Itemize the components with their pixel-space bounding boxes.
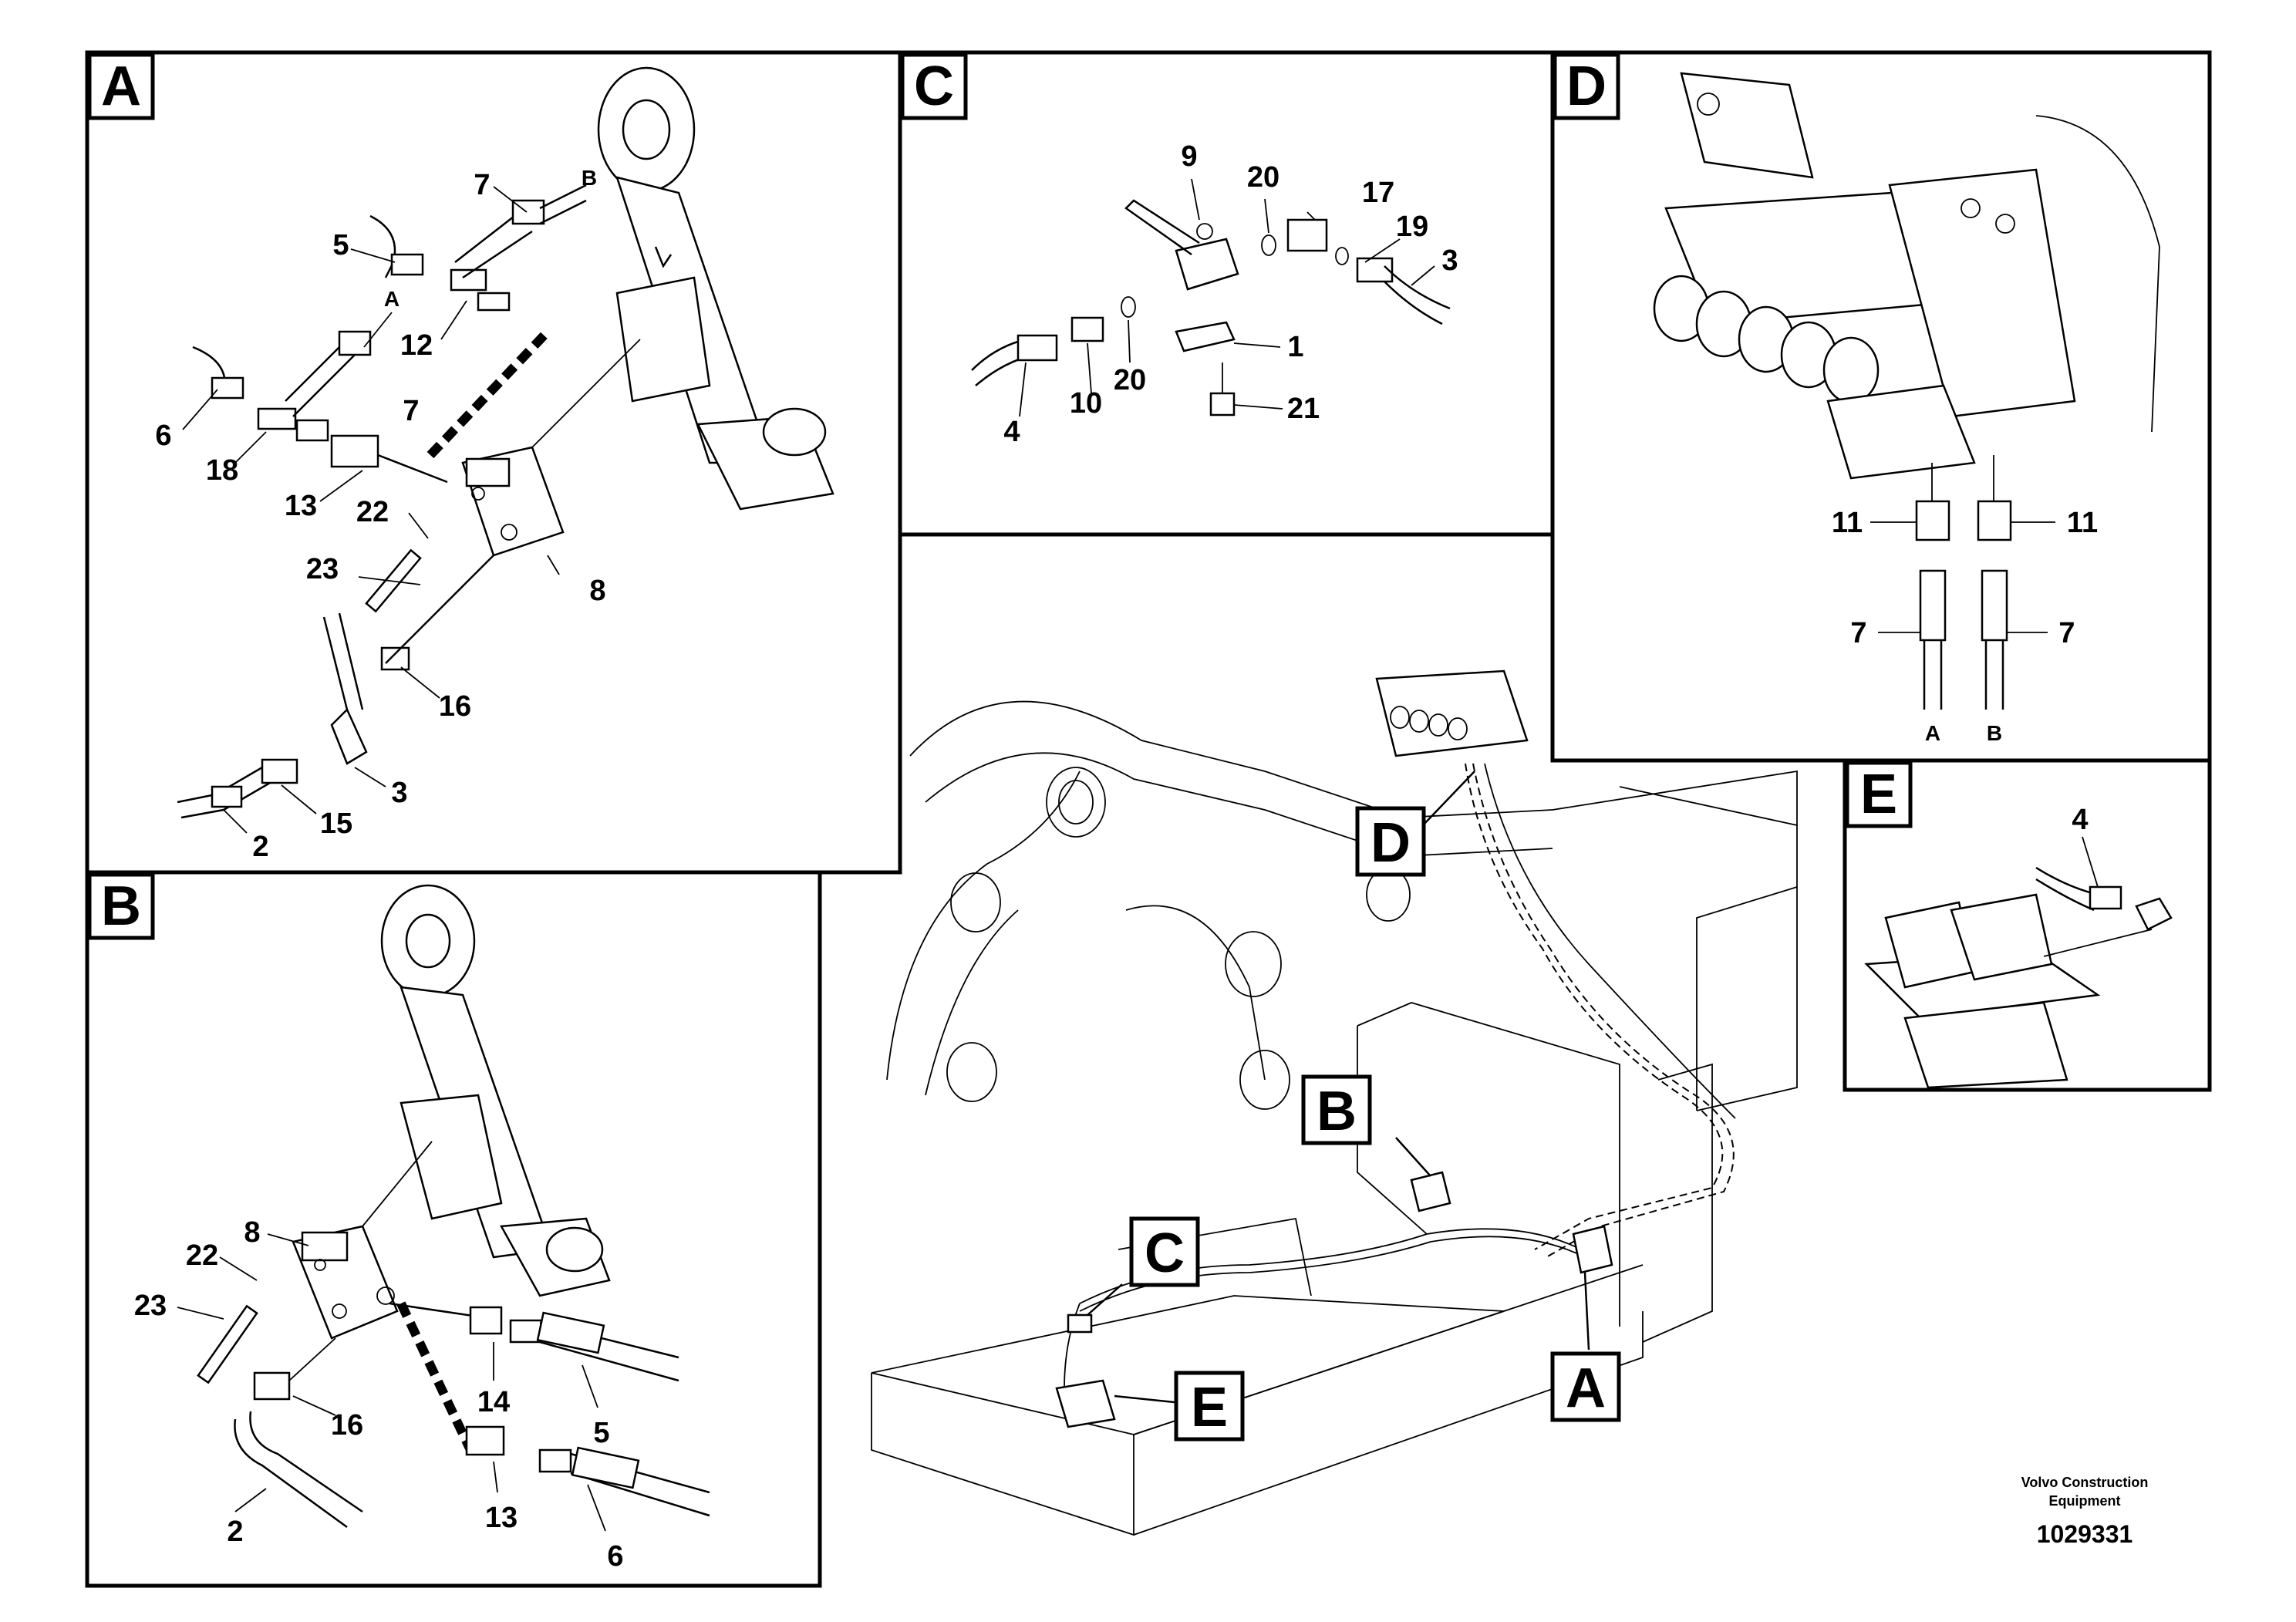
label-8-b: 8 [244, 1216, 260, 1249]
label-18-a: 18 [206, 454, 238, 487]
callout-b-letter: B [1317, 1081, 1357, 1142]
label-17-c: 17 [1362, 177, 1394, 209]
label-22-b: 22 [186, 1239, 218, 1272]
callout-d: D [1355, 806, 1426, 877]
label-2-a: 2 [252, 831, 268, 863]
label-11-d-left: 11 [1832, 507, 1863, 539]
label-B-a: B [582, 166, 597, 190]
label-4-e: 4 [2072, 804, 2088, 836]
label-7b-a: 7 [403, 395, 419, 427]
label-16-a: 16 [439, 690, 471, 723]
panel-a: A [85, 50, 902, 875]
pedal-unit-e [1864, 893, 2101, 1089]
callout-c: C [1129, 1216, 1200, 1287]
panel-c-letter: C [914, 56, 954, 117]
label-8-a: 8 [589, 575, 605, 607]
brand-line-1: Volvo Construction [2021, 1475, 2149, 1490]
machine-overview [871, 669, 1798, 1536]
panel-b-letter: B [101, 875, 141, 937]
valve-block-a [461, 446, 565, 557]
panel-a-letter: A [101, 56, 141, 117]
hydraulic-cylinder-a [597, 66, 834, 511]
valve-block-b [292, 1225, 399, 1340]
callout-a: A [1550, 1351, 1621, 1422]
label-11-d-right: 11 [2067, 507, 2098, 539]
label-3-a: 3 [391, 777, 407, 809]
panel-c: C 9 20 17 19 3 1 20 4 [898, 50, 1555, 537]
panel-d-letter: D [1566, 56, 1607, 117]
label-9-c: 9 [1181, 140, 1197, 173]
callout-d-letter: D [1371, 812, 1411, 874]
label-5-a: 5 [332, 229, 349, 261]
label-2-b: 2 [227, 1516, 243, 1548]
brand-line-2: Equipment [2049, 1493, 2121, 1509]
panel-b: B [85, 870, 822, 1588]
solenoid-valve-bank-d [1653, 72, 2160, 480]
label-B-d: B [1987, 721, 2002, 745]
label-7-d-left: 7 [1850, 617, 1866, 649]
label-12-a: 12 [400, 329, 433, 362]
label-16-b: 16 [331, 1409, 363, 1442]
label-4-c: 4 [1003, 416, 1020, 448]
label-A-d: A [1925, 721, 1940, 745]
callout-e-letter: E [1191, 1377, 1228, 1438]
label-21-c: 21 [1287, 393, 1320, 425]
label-22-a: 22 [356, 496, 389, 528]
panel-e: E 4 [1843, 758, 2212, 1092]
label-19-c: 19 [1396, 211, 1428, 243]
label-7-d-right: 7 [2058, 617, 2075, 649]
label-3-c: 3 [1441, 244, 1458, 277]
label-5-b: 5 [593, 1417, 609, 1449]
label-7-a: 7 [474, 169, 490, 201]
label-20-c-top: 20 [1247, 161, 1279, 194]
label-20-c-bottom: 20 [1114, 364, 1146, 396]
label-10-c: 10 [1070, 387, 1102, 420]
callout-b: B [1301, 1074, 1372, 1145]
label-6-b: 6 [607, 1540, 623, 1573]
ball-valve-c [1124, 199, 1239, 291]
panel-d: D 11 11 7 7 A B [1550, 50, 2212, 763]
panel-e-letter: E [1860, 764, 1897, 825]
label-15-a: 15 [320, 808, 352, 840]
label-1-c: 1 [1287, 331, 1303, 363]
label-14-b: 14 [477, 1386, 510, 1418]
label-23-b: 23 [134, 1290, 167, 1322]
callout-a-letter: A [1566, 1357, 1606, 1419]
callout-c-letter: C [1145, 1222, 1185, 1284]
fittings-a [177, 184, 587, 819]
callout-e: E [1174, 1371, 1245, 1442]
label-6-a: 6 [155, 420, 171, 452]
label-A-a: A [384, 287, 400, 311]
label-23-a: 23 [306, 553, 339, 585]
label-13-b: 13 [485, 1502, 518, 1534]
label-13-a: 13 [285, 490, 317, 522]
document-number: 1029331 [2037, 1520, 2133, 1548]
hydraulic-cylinder-b [380, 884, 611, 1297]
